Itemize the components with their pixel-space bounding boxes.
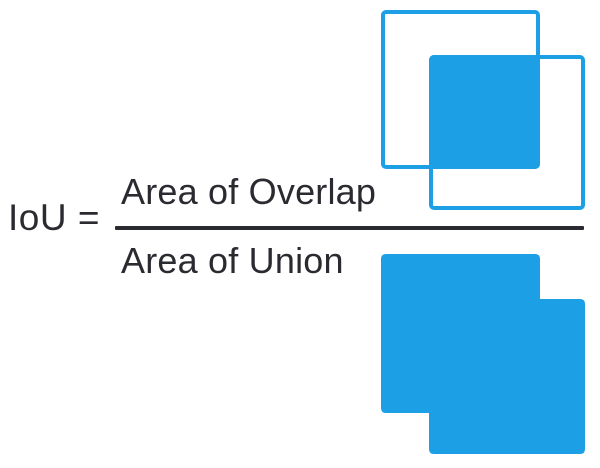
iou-label: IoU = [8,197,100,238]
union-illustration [375,248,591,460]
fraction-bar [115,226,584,230]
overlap-intersection-fill [429,55,540,169]
fraction-denominator-text: Area of Union [121,240,344,281]
fraction-numerator-text: Area of Overlap [121,171,377,212]
iou-fraction: Area of Overlap Area of Union [115,168,584,298]
overlap-illustration [375,4,591,216]
union-region-fill [381,254,585,454]
